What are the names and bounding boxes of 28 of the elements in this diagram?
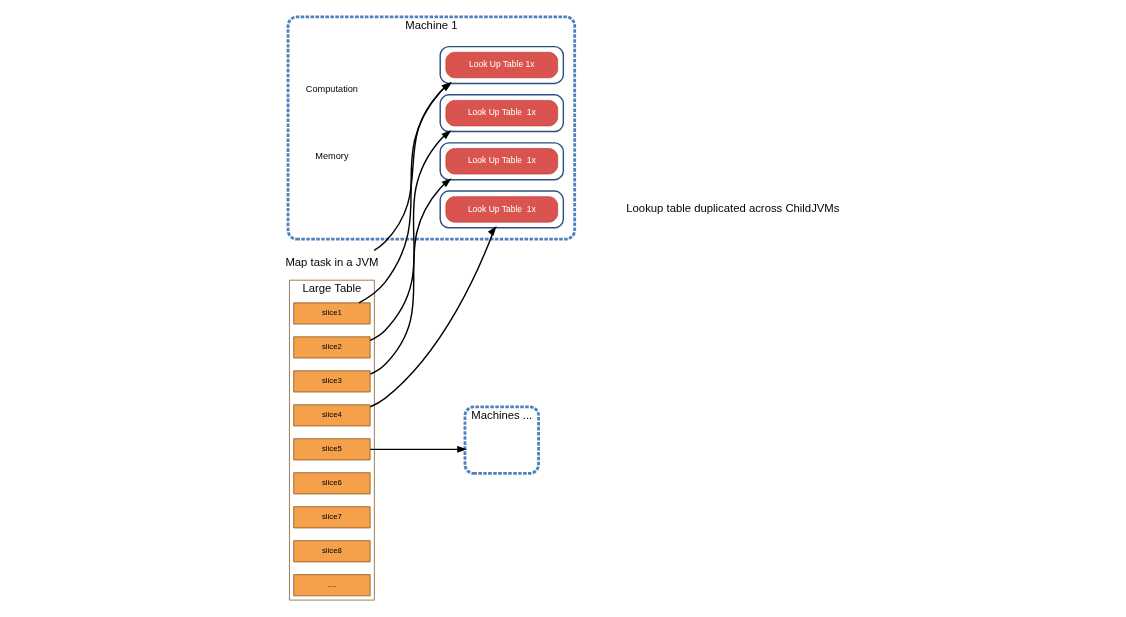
node-text: Map task in a JVM bbox=[285, 255, 379, 268]
cluster bbox=[439, 190, 565, 229]
arrow bbox=[369, 130, 452, 341]
node-box: .... bbox=[293, 574, 371, 597]
node-box: Look Up Table 1x bbox=[445, 196, 559, 223]
label: Lookup table duplicated across ChildJVMs bbox=[626, 202, 840, 215]
label: Computation bbox=[305, 83, 358, 94]
node-box: Machines ... bbox=[463, 405, 540, 475]
node-box: slice1 bbox=[293, 302, 371, 325]
node-box: Look Up Table 1x bbox=[445, 100, 559, 127]
arrow bbox=[369, 226, 497, 408]
arrow bbox=[358, 82, 452, 304]
node-box: slice8 bbox=[293, 540, 371, 563]
node-box: Look Up Table 1x bbox=[445, 148, 559, 175]
arrow bbox=[369, 445, 468, 453]
node-box: Look Up Table 1x bbox=[445, 51, 559, 79]
node-box: slice3 bbox=[293, 370, 371, 393]
cluster bbox=[439, 142, 565, 181]
arrow bbox=[373, 82, 452, 252]
node-box: slice6 bbox=[293, 472, 371, 495]
cluster bbox=[439, 94, 565, 133]
node-box: slice2 bbox=[293, 336, 371, 359]
cluster bbox=[439, 45, 565, 85]
node-box: slice4 bbox=[293, 404, 371, 427]
node-box: slice7 bbox=[293, 506, 371, 529]
label: Memory bbox=[315, 150, 349, 161]
node-box: slice5 bbox=[293, 438, 371, 461]
arrow bbox=[369, 178, 452, 375]
